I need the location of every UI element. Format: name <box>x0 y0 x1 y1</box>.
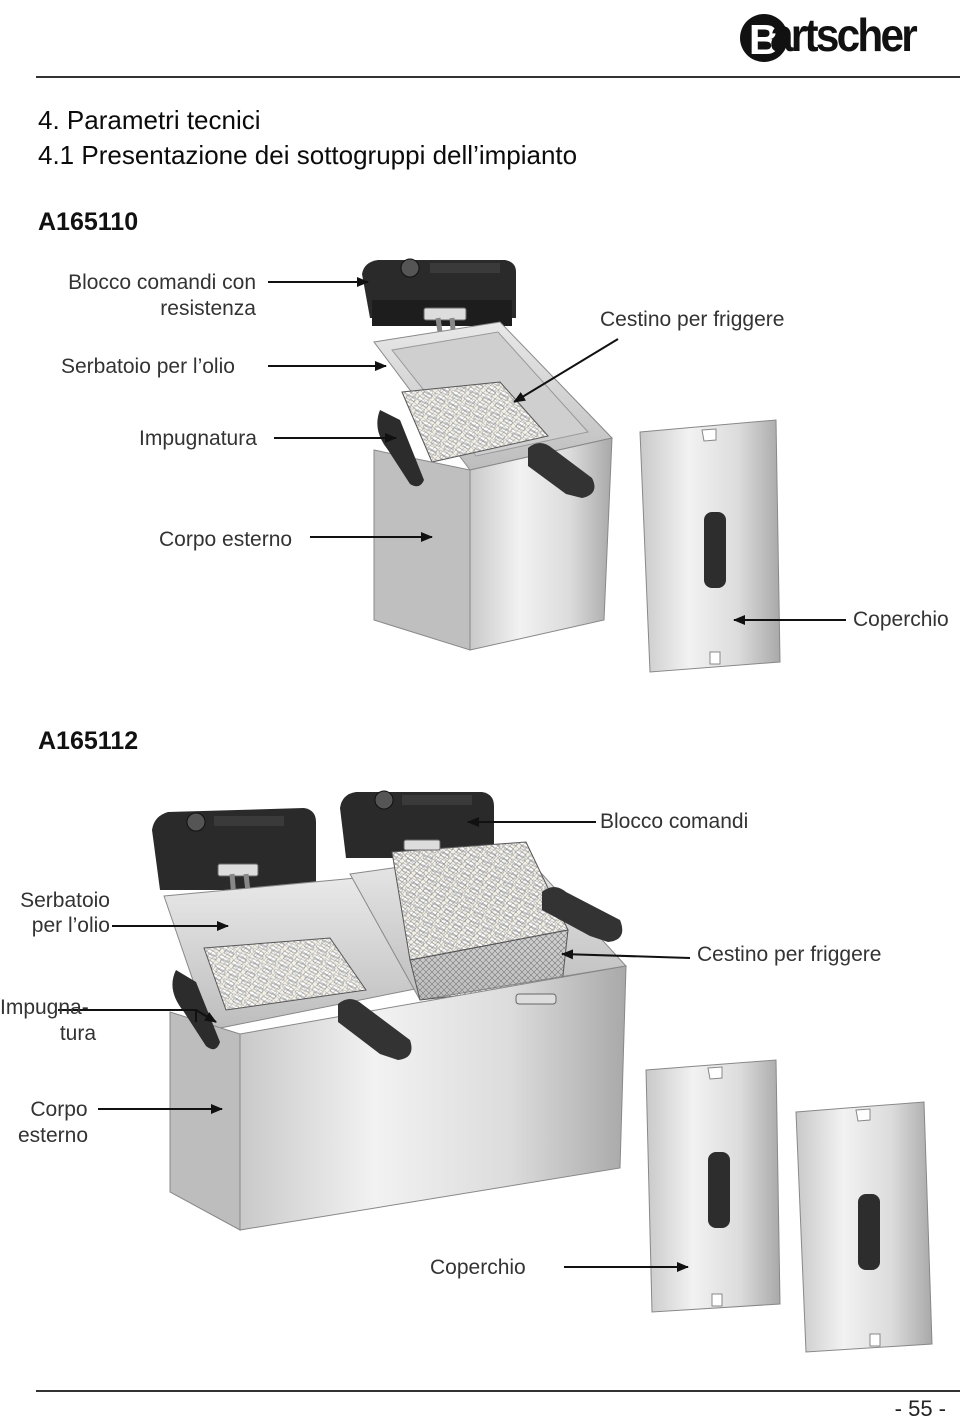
label-basket-2: Cestino per friggere <box>697 943 882 966</box>
fryer-single-illustration <box>362 258 613 651</box>
subsection-title: 4.1 Presentazione dei sottogruppi dell’i… <box>38 140 578 170</box>
page-number: - 55 - <box>894 1396 946 1421</box>
label-oil-tank: Serbatoio per l’olio <box>61 355 235 378</box>
lid-single-illustration <box>639 419 781 673</box>
logo-wordmark: artscher <box>770 9 918 61</box>
label-housing-2-line2: esterno <box>17 1124 89 1147</box>
model-code-a165110: A165110 <box>38 208 139 236</box>
label-oil-tank-2-line1: Serbatoio <box>20 889 110 912</box>
footer-rule <box>36 1390 960 1392</box>
model-code-a165112: A165112 <box>38 727 139 755</box>
label-handle-2-line1: Impugna- <box>0 996 89 1019</box>
label-lid-2: Coperchio <box>430 1256 526 1279</box>
label-control-block-2: Blocco comandi <box>600 810 749 833</box>
label-handle-2-line2: tura <box>59 1022 96 1045</box>
bartscher-logo: B artscher <box>738 8 946 68</box>
label-control-block-line2: resistenza <box>160 297 256 320</box>
logo-b-badge: B <box>740 14 788 63</box>
label-housing-2-line1: Corpo <box>30 1098 88 1121</box>
section-title: 4. Parametri tecnici <box>38 105 261 135</box>
label-basket: Cestino per friggere <box>600 308 785 331</box>
svg-text:B: B <box>749 16 779 63</box>
label-lid: Coperchio <box>853 608 949 631</box>
header-rule <box>36 76 960 78</box>
label-control-block-line1: Blocco comandi con <box>68 271 256 294</box>
fryer-double-illustration <box>152 790 627 1231</box>
label-handle: Impugnatura <box>139 427 257 450</box>
lids-double-illustration <box>645 1059 933 1353</box>
label-housing: Corpo esterno <box>159 528 293 551</box>
label-oil-tank-2-line2: per l’olio <box>31 914 110 937</box>
